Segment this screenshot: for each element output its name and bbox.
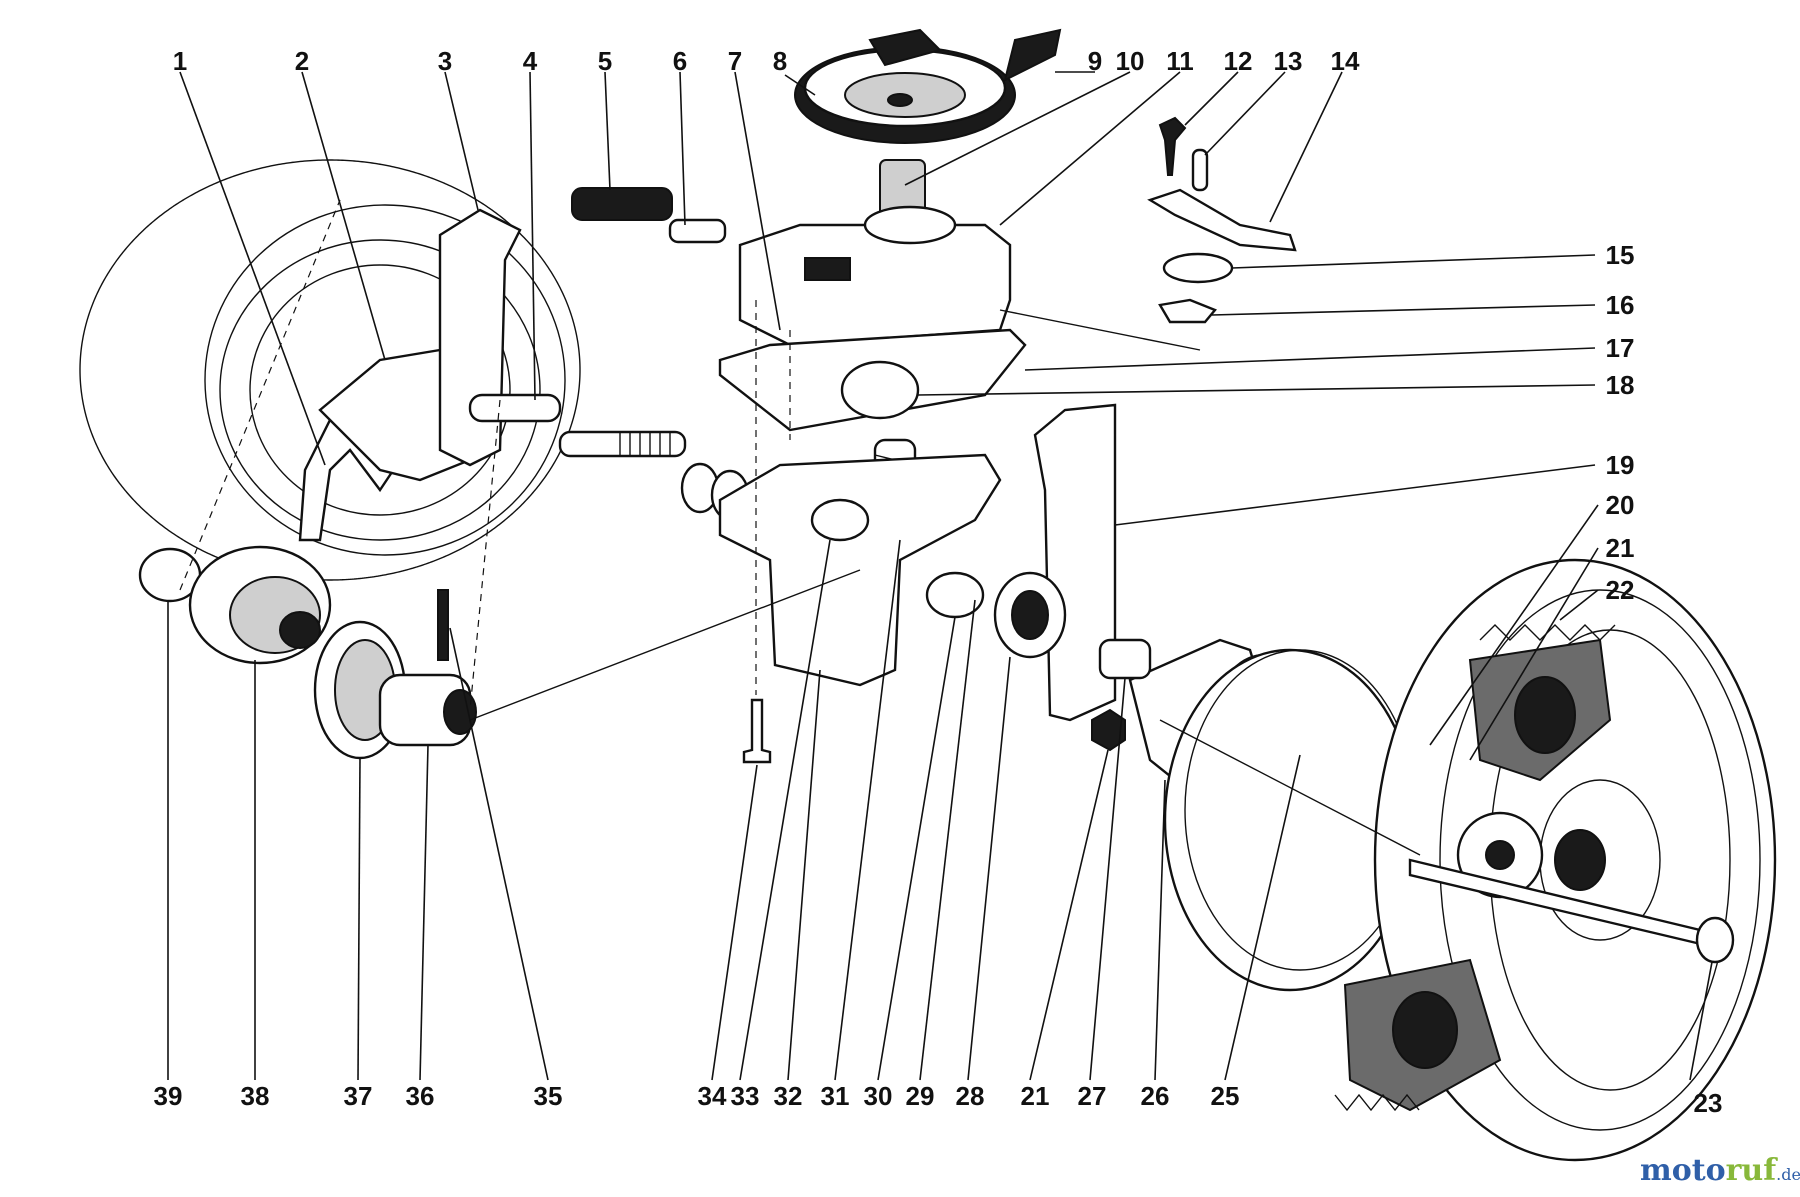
watermark-part1: moto [1640, 1153, 1726, 1188]
callout-label: 20 [1606, 490, 1635, 520]
case-bore-left [810, 498, 870, 542]
hex-nut [1091, 708, 1126, 752]
callout-label: 35 [534, 1081, 563, 1111]
lever-plate [1158, 298, 1217, 324]
cover-bolt [742, 698, 772, 764]
pulley [794, 46, 1016, 144]
callout-label: 4 [523, 46, 538, 76]
spring [571, 187, 673, 221]
callout-label: 34 [698, 1081, 727, 1111]
callout-label: 12 [1224, 46, 1253, 76]
axle-shaft [468, 393, 562, 423]
callout-label: 2 [295, 46, 309, 76]
callout-label: 32 [774, 1081, 803, 1111]
callouts-bottom: 39 38 37 36 35 34 33 32 31 30 29 28 21 2… [154, 1081, 1723, 1118]
callout-label: 6 [673, 46, 687, 76]
callouts-right: 15 16 17 18 19 20 21 22 [1606, 240, 1635, 605]
callout-label: 38 [241, 1081, 270, 1111]
callout-label: 16 [1606, 290, 1635, 320]
cover-slot [804, 257, 851, 281]
callout-label: 7 [728, 46, 742, 76]
lever-pin [1191, 148, 1209, 192]
callout-label: 31 [821, 1081, 850, 1111]
callout-label: 5 [598, 46, 612, 76]
callout-label: 17 [1606, 333, 1635, 363]
callout-label: 11 [1166, 46, 1194, 76]
callout-label: 29 [906, 1081, 935, 1111]
lever-screw [1158, 116, 1187, 176]
axle-bolt-head [1695, 916, 1735, 964]
v-belt [868, 28, 1062, 82]
gear-case-cover [738, 223, 1012, 347]
callout-label: 27 [1078, 1081, 1107, 1111]
watermark-suffix: .de [1776, 1165, 1800, 1184]
callout-label: 9 [1088, 46, 1102, 76]
oil-seal-center [1011, 590, 1049, 640]
callouts-top: 1 2 3 4 5 6 7 8 9 10 11 12 13 14 [173, 46, 1360, 76]
alignment-lines [179, 199, 1421, 856]
callout-label: 3 [438, 46, 452, 76]
bushing [1098, 638, 1152, 680]
cover-boss [863, 205, 957, 245]
callout-label: 10 [1116, 46, 1145, 76]
shift-pin [668, 218, 727, 244]
callout-label: 8 [773, 46, 787, 76]
watermark: motoruf.de [1640, 1153, 1800, 1188]
threaded-shaft [558, 430, 687, 458]
shift-lever [1147, 188, 1297, 252]
watermark-part2: ruf [1726, 1153, 1779, 1188]
shaft-threads [619, 432, 671, 456]
callout-label: 25 [1211, 1081, 1240, 1111]
ring-gear-hub [1485, 840, 1515, 870]
parts-drawing [79, 28, 1777, 1162]
callout-label: 21 [1606, 533, 1635, 563]
callout-label: 28 [956, 1081, 985, 1111]
callout-label: 13 [1274, 46, 1303, 76]
callout-label: 36 [406, 1081, 435, 1111]
callout-label: 39 [154, 1081, 183, 1111]
svg-text:motoruf.de: motoruf.de [1640, 1153, 1800, 1188]
callout-label: 21 [1021, 1081, 1050, 1111]
callout-label: 22 [1606, 575, 1635, 605]
left-wheel-outline [79, 159, 581, 581]
callout-label: 14 [1331, 46, 1360, 76]
worm-bearing [840, 360, 920, 420]
callout-label: 33 [731, 1081, 760, 1111]
callout-label: 15 [1606, 240, 1635, 270]
callout-label: 30 [864, 1081, 893, 1111]
callout-label: 1 [173, 46, 187, 76]
bracket [438, 208, 522, 467]
callout-label: 26 [1141, 1081, 1170, 1111]
lever-washer [1162, 252, 1234, 284]
roll-pin [437, 589, 449, 661]
leader-lines [167, 71, 1713, 1081]
drive-gear [188, 545, 332, 665]
callout-label: 19 [1606, 450, 1635, 480]
callout-label: 23 [1694, 1088, 1723, 1118]
clutch-collar [378, 673, 477, 747]
tire [1334, 558, 1777, 1162]
callout-label: 37 [344, 1081, 373, 1111]
callout-label: 18 [1606, 370, 1635, 400]
